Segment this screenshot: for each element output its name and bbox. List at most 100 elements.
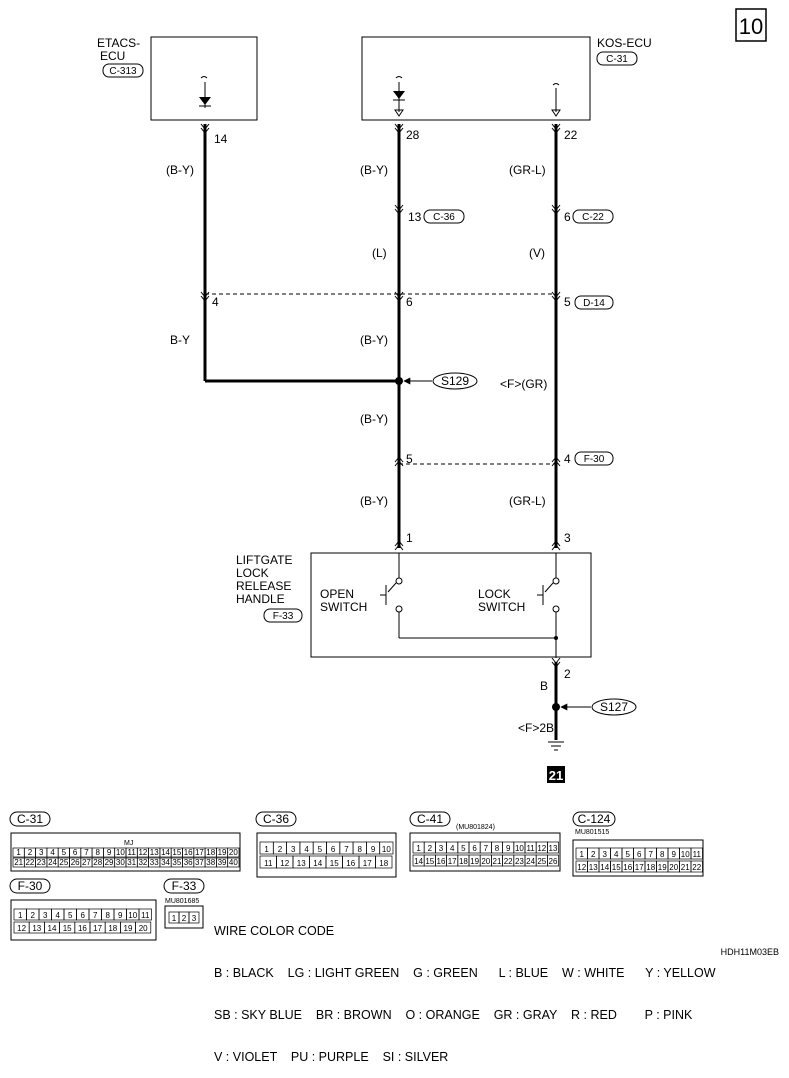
pin-number: 18 (206, 848, 215, 857)
pin-number: 12 (17, 924, 26, 933)
pin-labels: 14 28 22 13 C-36 6 C-22 4 6 5 D-14 5 4 F… (212, 128, 614, 681)
pin-cell (547, 854, 559, 867)
pin-number: 2 (278, 845, 283, 854)
pin-number: 10 (116, 848, 125, 857)
pin-number: 16 (184, 848, 193, 857)
connector-label: C-36 (263, 812, 289, 826)
splice-s129: S129 (395, 372, 478, 390)
connector-tag: MJ (124, 840, 133, 847)
connector-label: C-31 (17, 812, 43, 826)
pin-number: 7 (484, 844, 489, 853)
page-number: 10 (739, 14, 763, 39)
pin-number: 15 (172, 848, 181, 857)
pin-cell (690, 847, 703, 860)
pin-number: 5 (461, 844, 466, 853)
wires (203, 124, 558, 740)
pin-label: 5 (406, 452, 413, 466)
pin-number: 12 (138, 848, 147, 857)
pin-number: 1 (416, 844, 421, 853)
pin-number: 23 (515, 857, 524, 866)
pin-number: 3 (291, 845, 296, 854)
splice-s127: S127 (552, 698, 637, 716)
pin-number: 39 (218, 858, 227, 867)
pin-number: 12 (537, 844, 546, 853)
pin-number: 6 (81, 911, 86, 920)
pin-number: 19 (218, 848, 227, 857)
pin-number: 28 (93, 858, 102, 867)
pin-number: 1 (172, 914, 177, 923)
pin-number: 29 (105, 858, 114, 867)
pin-number: 16 (78, 924, 87, 933)
wire-label: <F>2B (518, 721, 554, 735)
drawing-code: HDH11M03EB (720, 947, 779, 957)
pin-number: 3 (439, 844, 444, 853)
pin-number: 10 (681, 850, 690, 859)
wire-label: (B-Y) (166, 163, 194, 177)
pin-number: 24 (526, 857, 535, 866)
connector-part-number: (MU801824) (456, 824, 495, 831)
pin-number: 13 (589, 863, 598, 872)
pin-number: 26 (71, 858, 80, 867)
pin-number: 25 (537, 857, 546, 866)
pin-number: 9 (118, 911, 123, 920)
pin-label: 3 (564, 531, 571, 545)
connector-part-number: MU801515 (575, 829, 609, 836)
pin-number: 32 (138, 858, 147, 867)
pin-number: 30 (116, 858, 125, 867)
pin-number: 5 (62, 848, 67, 857)
pin-number: 2 (428, 844, 433, 853)
etacs-name-2: ECU (100, 49, 125, 63)
wire-label: (V) (529, 246, 545, 260)
pin-cell (227, 857, 240, 868)
pin-number: 15 (330, 859, 339, 868)
open-switch-label-1: OPEN (320, 587, 354, 601)
pin-number: 20 (481, 857, 490, 866)
pin-label: 2 (564, 667, 571, 681)
pin-number: 15 (63, 924, 72, 933)
pin-number: 22 (504, 857, 513, 866)
pin-number: 14 (313, 859, 322, 868)
pin-number: 36 (184, 858, 193, 867)
pin-cell (188, 911, 200, 924)
pin-number: 17 (448, 857, 457, 866)
pin-number: 2 (591, 850, 596, 859)
pin-number: 11 (264, 859, 273, 868)
pin-number: 6 (331, 845, 336, 854)
etacs-connector-label: C-313 (109, 66, 137, 77)
pin-number: 21 (681, 863, 690, 872)
pin-number: 18 (108, 924, 117, 933)
wire-label: (B-Y) (360, 333, 388, 347)
pin-number: 8 (358, 845, 363, 854)
pin-label: 4 (212, 295, 219, 309)
pin-number: 14 (600, 863, 609, 872)
pin-cell (138, 908, 152, 921)
pin-number: 4 (450, 844, 455, 853)
wire-label: (B-Y) (360, 163, 388, 177)
pin-number: 3 (43, 911, 48, 920)
pin-number: 16 (623, 863, 632, 872)
pin-number: 21 (14, 858, 23, 867)
pin-number: 7 (93, 911, 98, 920)
pin-number: 12 (577, 863, 586, 872)
pin-number: 20 (139, 924, 148, 933)
pin-cell (690, 860, 703, 873)
pin-number: 18 (379, 859, 388, 868)
pin-number: 7 (649, 850, 654, 859)
connector-label: D-14 (583, 298, 605, 309)
handle-label-1: LIFTGATE (236, 553, 292, 567)
pin-number: 15 (612, 863, 621, 872)
pin-number: 6 (472, 844, 477, 853)
pin-cell (379, 841, 394, 855)
pin-number: 16 (437, 857, 446, 866)
handle-label-3: RELEASE (236, 579, 291, 593)
pin-number: 1 (580, 850, 585, 859)
pin-label: 4 (564, 452, 571, 466)
pin-number: 19 (658, 863, 667, 872)
pin-number: 22 (692, 863, 701, 872)
pin-number: 7 (344, 845, 349, 854)
etacs-ecu-block: ETACS- ECU C-313 (97, 36, 258, 121)
connector-label: C-41 (417, 812, 443, 826)
